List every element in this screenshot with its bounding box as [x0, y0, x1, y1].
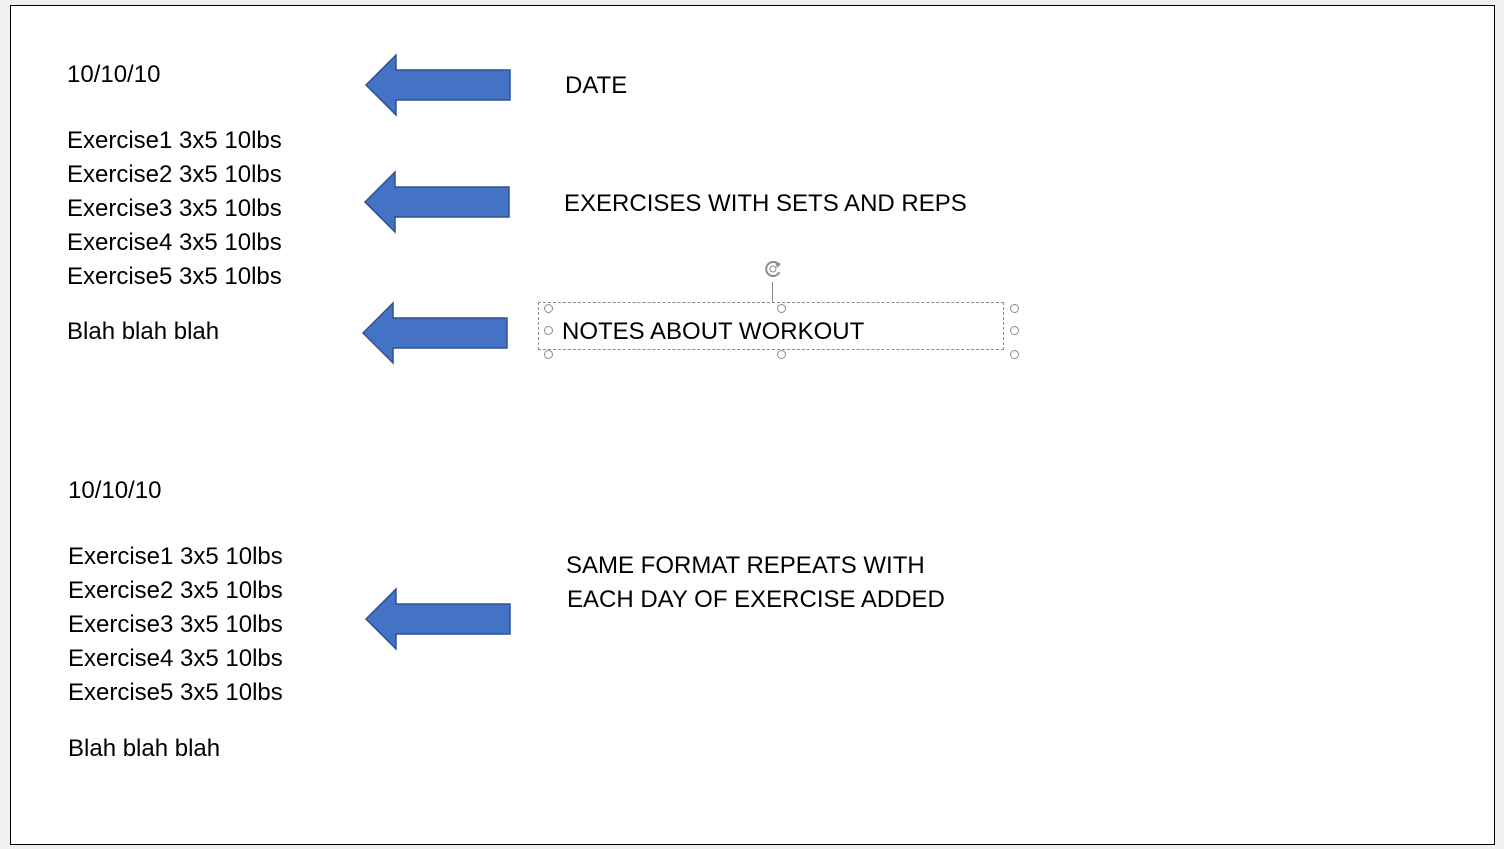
resize-handle-bottom-right[interactable] — [1010, 350, 1019, 359]
entry2-exercise-item: Exercise3 3x5 10lbs — [68, 611, 283, 638]
entry1-exercise-item: Exercise5 3x5 10lbs — [67, 263, 282, 290]
rotate-handle-stem — [772, 282, 773, 302]
left-arrow-icon[interactable] — [363, 170, 511, 234]
entry2-exercise-item: Exercise5 3x5 10lbs — [68, 679, 283, 706]
entry1-exercise-item: Exercise1 3x5 10lbs — [67, 127, 282, 154]
resize-handle-top-left[interactable] — [544, 304, 553, 313]
rotate-handle-icon[interactable] — [762, 258, 784, 280]
notes-label[interactable]: NOTES ABOUT WORKOUT — [562, 318, 865, 345]
entry2-notes: Blah blah blah — [68, 735, 221, 762]
resize-handle-bottom-left[interactable] — [544, 350, 553, 359]
date-label: DATE — [565, 72, 628, 99]
entry1-exercise-item: Exercise3 3x5 10lbs — [67, 195, 282, 222]
slide-canvas — [10, 5, 1495, 845]
entry2-exercise-item: Exercise2 3x5 10lbs — [68, 577, 283, 604]
resize-handle-bottom[interactable] — [777, 350, 786, 359]
entry1-exercise-item: Exercise4 3x5 10lbs — [67, 229, 282, 256]
entry2-exercise-list: Exercise1 3x5 10lbs Exercise2 3x5 10lbs … — [68, 540, 283, 710]
repeat-label-line1: SAME FORMAT REPEATS WITH — [566, 552, 925, 579]
left-arrow-icon[interactable] — [364, 587, 512, 651]
repeat-label-line2: EACH DAY OF EXERCISE ADDED — [567, 586, 945, 613]
entry2-exercise-item: Exercise1 3x5 10lbs — [68, 543, 283, 570]
exercises-label: EXERCISES WITH SETS AND REPS — [564, 190, 967, 217]
resize-handle-top-right[interactable] — [1010, 304, 1019, 313]
entry1-exercise-list: Exercise1 3x5 10lbs Exercise2 3x5 10lbs … — [67, 124, 282, 294]
left-arrow-icon[interactable] — [364, 53, 512, 117]
entry1-exercise-item: Exercise2 3x5 10lbs — [67, 161, 282, 188]
resize-handle-left[interactable] — [544, 326, 553, 335]
entry2-date: 10/10/10 — [68, 477, 162, 504]
entry2-exercise-item: Exercise4 3x5 10lbs — [68, 645, 283, 672]
entry1-date: 10/10/10 — [67, 61, 161, 88]
entry1-notes: Blah blah blah — [67, 318, 220, 345]
selected-textbox-frame[interactable] — [538, 302, 1004, 350]
resize-handle-right[interactable] — [1010, 326, 1019, 335]
resize-handle-top[interactable] — [777, 304, 786, 313]
left-arrow-icon[interactable] — [361, 301, 509, 365]
